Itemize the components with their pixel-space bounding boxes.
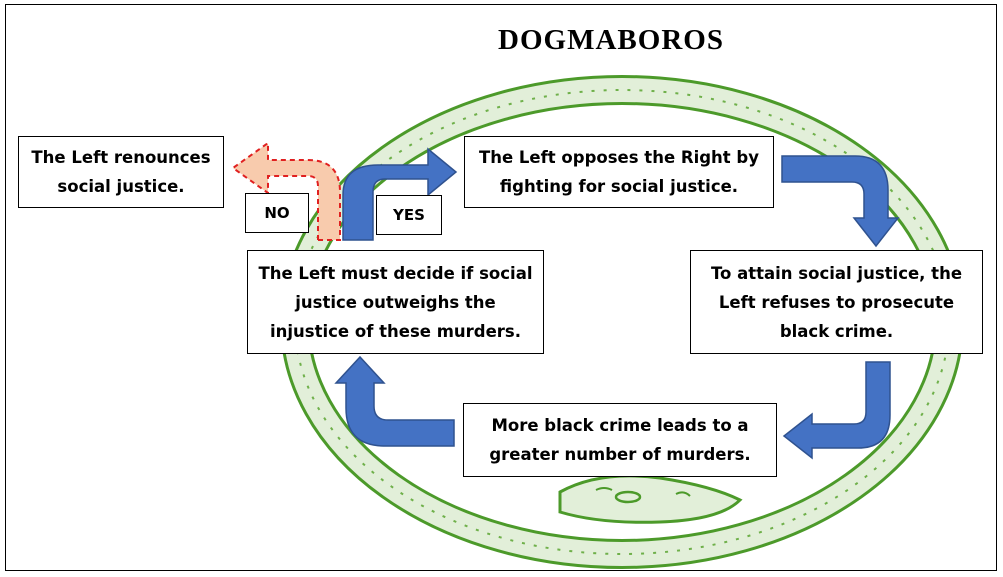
label-yes-text: YES bbox=[393, 205, 425, 224]
box-decide: The Left must decide if social justice o… bbox=[247, 250, 544, 354]
label-yes: YES bbox=[376, 195, 442, 235]
yes-arrow bbox=[342, 147, 458, 241]
box-refuses-text: To attain social justice, the Left refus… bbox=[710, 263, 963, 341]
diagram-frame bbox=[5, 4, 997, 571]
arrow-opposes-to-refuses bbox=[781, 155, 900, 248]
box-opposes-text: The Left opposes the Right by fighting f… bbox=[478, 148, 759, 196]
box-opposes: The Left opposes the Right by fighting f… bbox=[464, 136, 774, 208]
label-no: NO bbox=[245, 193, 309, 233]
box-murders: More black crime leads to a greater numb… bbox=[463, 403, 777, 477]
arrow-murders-to-decide bbox=[334, 355, 455, 447]
diagram-title: DOGMABOROS bbox=[498, 24, 724, 56]
label-no-text: NO bbox=[264, 203, 290, 222]
no-arrow bbox=[231, 141, 341, 241]
box-murders-text: More black crime leads to a greater numb… bbox=[489, 416, 751, 464]
box-renounces: The Left renounces social justice. bbox=[18, 136, 224, 208]
box-decide-text: The Left must decide if social justice o… bbox=[258, 263, 533, 341]
box-renounces-text: The Left renounces social justice. bbox=[31, 148, 211, 196]
arrow-refuses-to-murders bbox=[782, 361, 891, 460]
box-refuses: To attain social justice, the Left refus… bbox=[690, 250, 983, 354]
